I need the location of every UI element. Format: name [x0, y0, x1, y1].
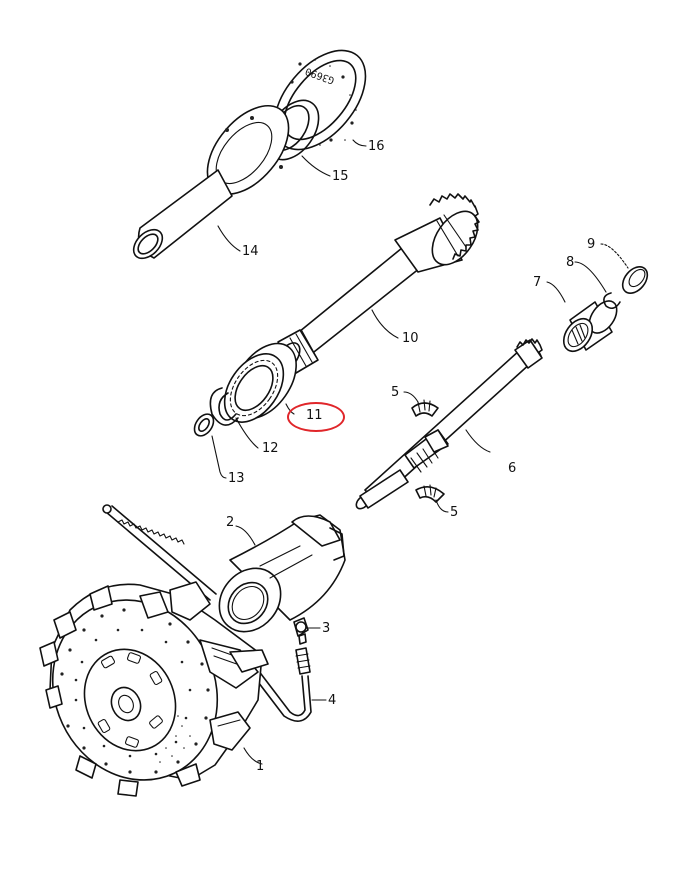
callout-4: 4 — [328, 693, 337, 708]
needle-bearing-part-5-lower — [415, 484, 449, 513]
callout-12: 12 — [262, 441, 279, 456]
release-bearing-part-2 — [218, 514, 346, 633]
callout-9: 9 — [587, 237, 596, 252]
snap-ring-part-12 — [209, 387, 259, 449]
shim-part-9 — [600, 243, 649, 294]
seal-part-13 — [193, 413, 227, 479]
callout-7: 7 — [533, 275, 542, 290]
highlight-ellipse-part-11 — [287, 402, 345, 432]
grease-nipple-part-3 — [293, 617, 321, 645]
callout-5-upper: 5 — [391, 385, 400, 400]
guide-tube-part-14 — [132, 104, 290, 260]
callout-10: 10 — [402, 331, 419, 346]
callout-6: 6 — [508, 461, 517, 476]
callout-15: 15 — [332, 169, 349, 184]
callout-16: 16 — [368, 139, 385, 154]
needle-roller-bearing-part-7 — [546, 281, 618, 353]
callout-1: 1 — [256, 759, 265, 774]
input-shaft-part-10 — [275, 193, 480, 374]
needle-bearing-part-5-upper — [403, 391, 439, 417]
callout-2: 2 — [226, 515, 235, 530]
callout-8: 8 — [566, 255, 575, 270]
lubrication-pipe-part-4 — [251, 647, 327, 722]
pto-shaft-part-6 — [355, 338, 543, 510]
callout-13: 13 — [228, 471, 245, 486]
callout-14: 14 — [242, 244, 259, 259]
circlip-part-8 — [574, 261, 621, 310]
ball-bearing-part-11 — [223, 342, 297, 423]
clutch-assembly-part-1 — [39, 504, 269, 797]
callout-5-lower: 5 — [450, 505, 459, 520]
callout-3: 3 — [322, 621, 331, 636]
